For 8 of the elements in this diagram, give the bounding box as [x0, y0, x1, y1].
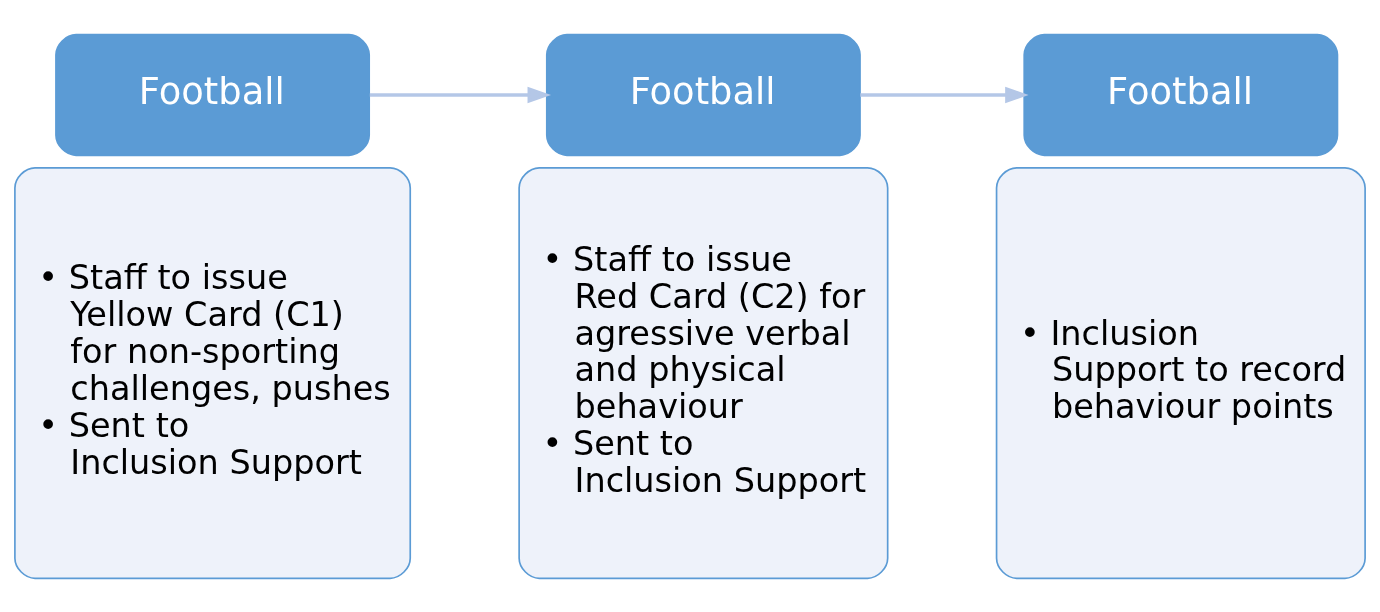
node-box: • Staff to issue Red Card (C2) for agressive verbal and physical behaviour • Sent to Inclusion Support [518, 166, 889, 579]
arrow [860, 86, 1029, 103]
arrow [369, 86, 551, 103]
node-box: Football [55, 33, 371, 156]
node-box: • Staff to issue Yellow Card (C1) for non-sporting challenges, pushes • Sent to Inclusion Support [14, 166, 412, 579]
node-box: • Inclusion Support to record behaviour points [995, 166, 1366, 579]
node-box: Football [545, 33, 861, 156]
node-box: Football [1023, 33, 1339, 156]
